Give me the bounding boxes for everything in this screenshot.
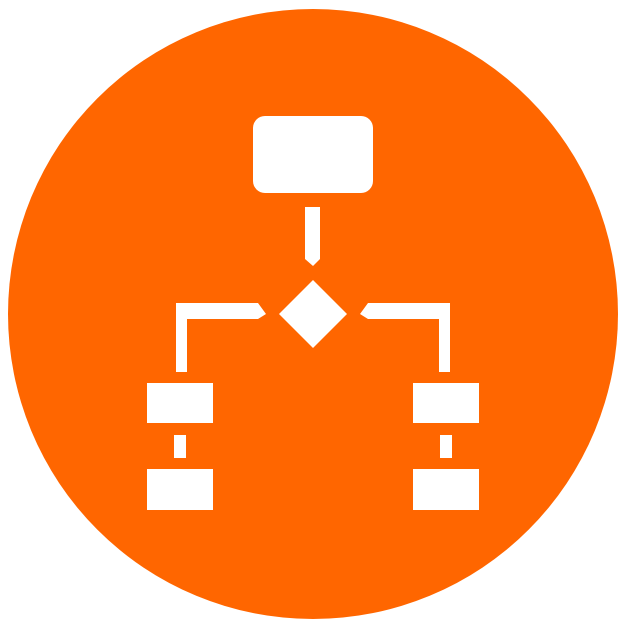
left-connector [174, 435, 186, 458]
right-branch-arrow [360, 303, 450, 372]
top-connector-arrow [305, 207, 320, 266]
left-process-box-upper [147, 383, 213, 423]
decision-diamond [279, 280, 347, 348]
top-process-box [253, 116, 373, 193]
left-process-box-lower [147, 469, 213, 510]
right-process-box-lower [413, 469, 479, 510]
flowchart-glyph [147, 116, 479, 510]
left-branch-arrow [176, 303, 266, 372]
right-process-box-upper [413, 383, 479, 423]
right-connector [440, 435, 452, 458]
